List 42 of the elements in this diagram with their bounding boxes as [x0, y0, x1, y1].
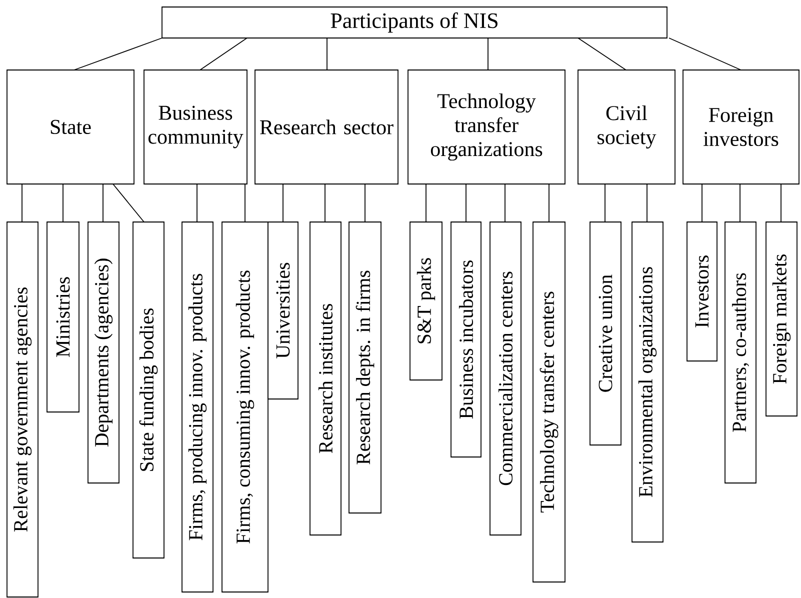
- connector-line: [112, 184, 144, 222]
- connector-line: [244, 184, 246, 222]
- item-box: Partners, co-authors: [724, 222, 756, 484]
- item-box: Research institutes: [310, 222, 342, 536]
- item-box: Universities: [268, 222, 298, 400]
- connector-line: [364, 184, 366, 222]
- connector-line: [548, 184, 550, 222]
- category-box: Civil society: [578, 70, 676, 184]
- item-box: Investors: [686, 222, 718, 362]
- item-box: Foreign markets: [766, 222, 798, 416]
- category-box: Foreign investors: [682, 70, 800, 184]
- connector-line: [604, 184, 606, 222]
- item-box: Departments (agencies): [88, 222, 120, 484]
- connector-line: [196, 184, 198, 222]
- connector-line: [74, 38, 162, 70]
- connector-line: [282, 184, 284, 222]
- item-box: Creative union: [590, 222, 622, 446]
- item-box: State funding bodies: [132, 222, 164, 558]
- item-box: Ministries: [46, 222, 80, 412]
- connector-line: [578, 38, 626, 70]
- connector-line: [102, 184, 104, 222]
- connector-line: [780, 184, 782, 222]
- connector-line: [200, 38, 248, 70]
- item-box: Firms, producing innov. products: [182, 222, 214, 592]
- item-box: Environmental organizations: [632, 222, 664, 542]
- connector-line: [668, 38, 742, 70]
- connector-line: [326, 38, 328, 70]
- item-box: Relevant government agencies: [6, 222, 38, 598]
- category-box: Technology transfer organizations: [408, 70, 566, 184]
- category-box: Research sector: [254, 70, 398, 184]
- item-box: S&T parks: [410, 222, 442, 380]
- connector-line: [324, 184, 326, 222]
- connector-line: [646, 184, 648, 222]
- connector-line: [504, 184, 506, 222]
- connector-line: [62, 184, 64, 222]
- root-box: Participants of NIS: [162, 6, 668, 38]
- item-box: Research depts. in firms: [348, 222, 382, 514]
- item-box: Commercialization centers: [490, 222, 522, 536]
- category-box: Business community: [144, 70, 248, 184]
- item-box: Business incubators: [450, 222, 482, 458]
- category-box: State: [6, 70, 134, 184]
- item-box: Technology transfer centers: [532, 222, 566, 582]
